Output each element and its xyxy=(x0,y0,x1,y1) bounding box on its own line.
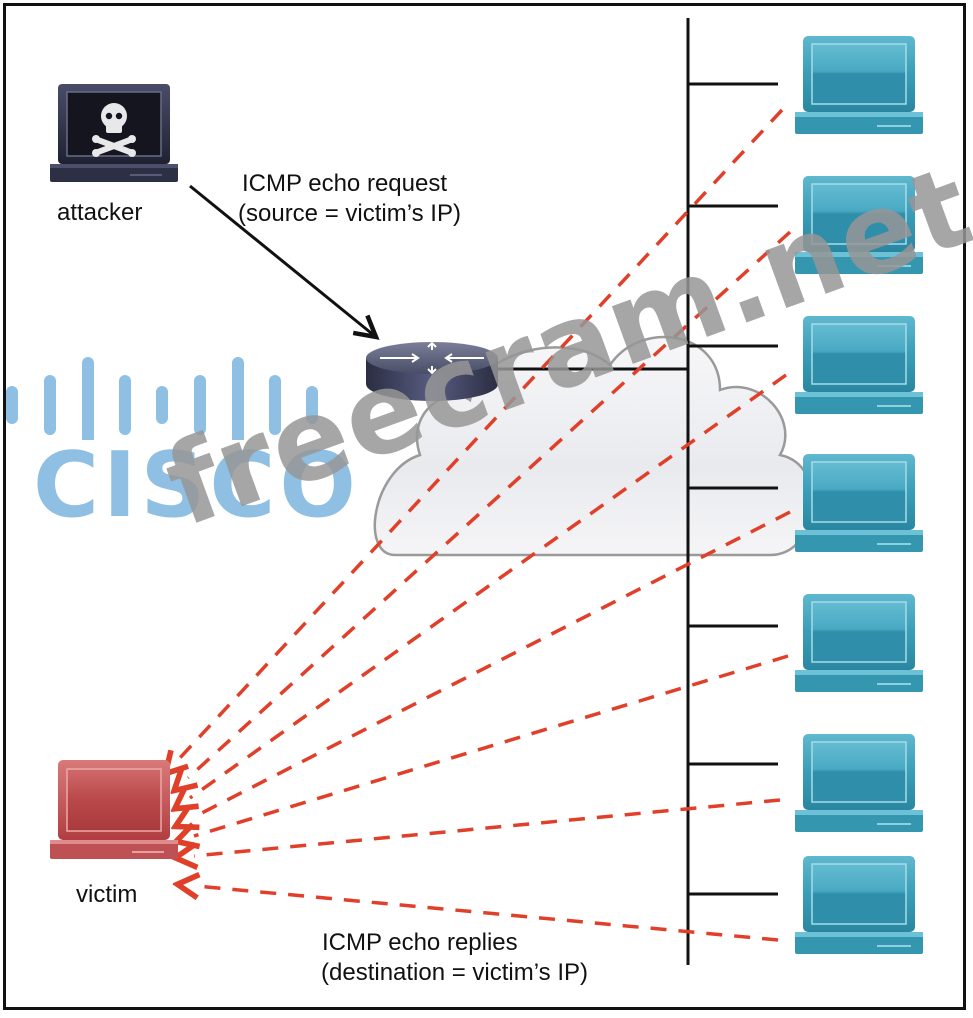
host-laptop-icon xyxy=(795,594,923,692)
echo-reply-arrow xyxy=(188,230,792,778)
echo-replies-label-line2: (destination = victim’s IP) xyxy=(321,959,588,986)
host-laptop-icon xyxy=(795,734,923,832)
echo-request-label-line1: ICMP echo request xyxy=(242,170,447,197)
attacker-label: attacker xyxy=(57,199,143,226)
victim-laptop-icon xyxy=(50,760,178,859)
host-laptop-icon xyxy=(795,454,923,552)
echo-request-arrow xyxy=(189,184,376,337)
router-icon xyxy=(366,341,498,401)
skull-icon xyxy=(92,103,136,157)
host-laptop-icon xyxy=(795,36,923,134)
echo-reply-arrow xyxy=(194,654,789,836)
cisco-bars-icon xyxy=(6,357,318,440)
attacker-laptop-icon xyxy=(50,84,178,182)
echo-request-label-line2: (source = victim’s IP) xyxy=(238,200,461,227)
host-laptop-icon xyxy=(795,856,923,954)
echo-reply-arrow xyxy=(196,886,779,942)
echo-reply-arrow xyxy=(192,510,791,818)
host-laptop-icon xyxy=(795,316,923,414)
cisco-logo-text: CISCO xyxy=(33,433,360,538)
echo-reply-arrow xyxy=(190,373,788,798)
echo-reply-arrow xyxy=(194,798,781,856)
host-laptop-icon xyxy=(795,176,923,274)
echo-replies-label-line1: ICMP echo replies xyxy=(322,929,518,956)
echo-reply-arrow xyxy=(178,108,784,760)
victim-label: victim xyxy=(76,881,138,908)
